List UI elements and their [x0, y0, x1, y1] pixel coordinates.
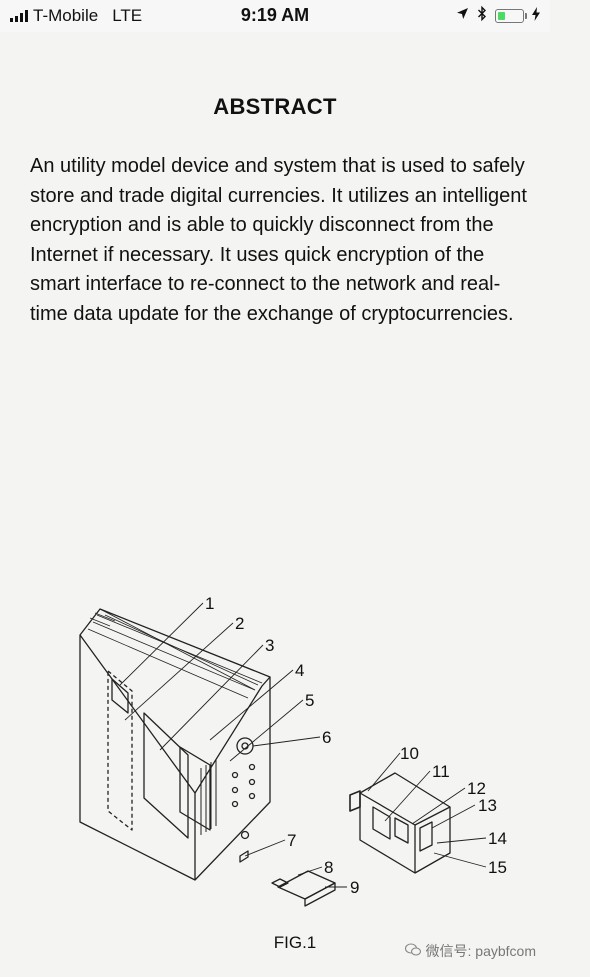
callout-label: 15	[488, 858, 507, 877]
callout-label: 2	[235, 614, 244, 633]
battery-icon	[495, 9, 527, 23]
patent-figure-drawing: 1 2 3 4 5 6 7 8 9 10 11 12 13 14 15	[79, 594, 507, 907]
callout-label: 12	[467, 779, 486, 798]
wechat-logo-icon	[404, 943, 421, 959]
carrier-name: T-Mobile	[33, 6, 99, 25]
signal-bars-icon	[10, 10, 28, 22]
watermark-text: 微信号: paybfcom	[425, 943, 536, 959]
callout-label: 1	[205, 594, 214, 613]
callout-label: 8	[324, 858, 333, 877]
page-title: ABSTRACT	[213, 94, 337, 119]
battery-fill	[498, 12, 505, 20]
callout-label: 7	[287, 831, 296, 850]
status-left: T-Mobile LTE	[10, 6, 142, 26]
watermark: 微信号: paybfcom	[404, 941, 536, 961]
callout-label: 4	[295, 661, 304, 680]
callout-label: 14	[488, 829, 507, 848]
bluetooth-icon	[477, 5, 487, 26]
callout-label: 11	[432, 762, 450, 781]
figure-caption: FIG.1	[273, 933, 317, 952]
callout-label: 10	[400, 744, 419, 763]
status-bar: T-Mobile LTE 9:19 AM	[0, 0, 550, 32]
abstract-text: An utility model device and system that …	[30, 155, 527, 325]
callout-label: 13	[478, 796, 497, 815]
callout-label: 9	[350, 878, 359, 897]
callout-label: 3	[265, 636, 274, 655]
callout-label: 6	[322, 728, 331, 747]
status-right	[456, 5, 540, 27]
network-type: LTE	[112, 6, 143, 25]
callout-label: 5	[305, 691, 314, 710]
location-arrow-icon	[456, 7, 469, 25]
charging-bolt-icon	[532, 6, 540, 26]
status-time: 9:19 AM	[240, 5, 310, 25]
